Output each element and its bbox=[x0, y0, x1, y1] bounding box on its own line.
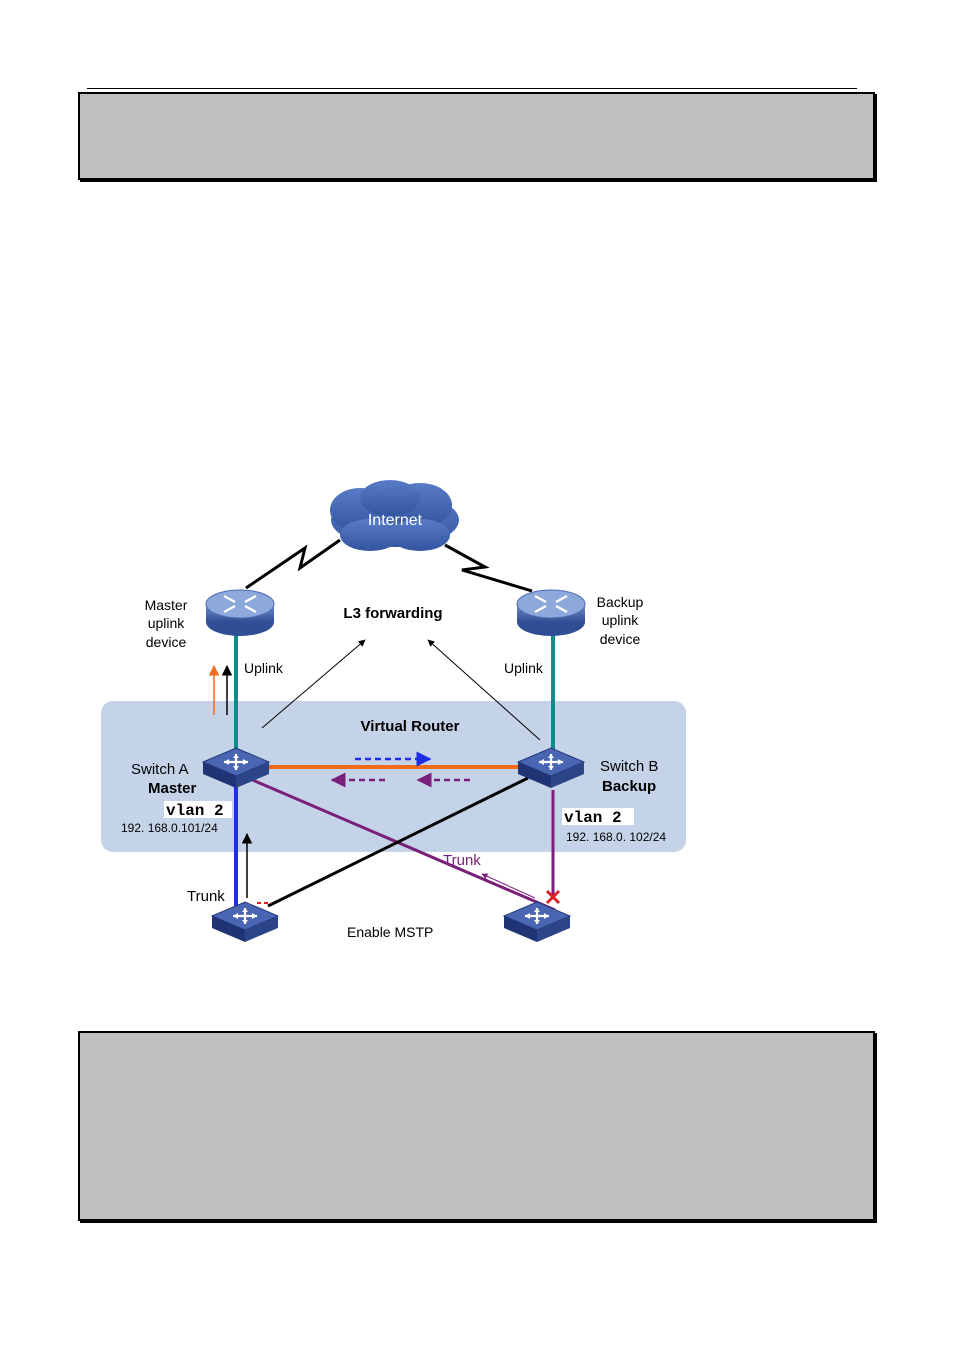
uplink-label-left: Uplink bbox=[244, 660, 284, 676]
master-uplink-router-icon bbox=[204, 588, 276, 638]
trunk-purple-arrow bbox=[481, 873, 536, 899]
header-rule bbox=[87, 88, 857, 89]
wan-link-backup bbox=[444, 543, 533, 593]
vlan-left-bg bbox=[164, 801, 232, 818]
link-b-to-left-switch bbox=[267, 776, 529, 908]
l3-arrow-right bbox=[427, 639, 541, 741]
blocked-port-icon bbox=[545, 889, 561, 905]
backup-uplink-label-3: device bbox=[600, 631, 641, 647]
ip-left-label: 192. 168.0.101/24 bbox=[121, 821, 218, 835]
note-box-bottom bbox=[78, 1031, 875, 1221]
virtual-router-label: Virtual Router bbox=[361, 718, 460, 735]
switch-a-name: Switch A bbox=[131, 761, 189, 778]
switch-b-role: Backup bbox=[602, 778, 656, 795]
switch-b-name: Switch B bbox=[600, 758, 658, 775]
uplink-label-right: Uplink bbox=[504, 660, 544, 676]
backup-uplink-router-icon bbox=[515, 588, 587, 638]
virtual-router-area bbox=[101, 701, 686, 852]
l3-forwarding-label: L3 forwarding bbox=[343, 605, 442, 622]
backup-uplink-label-2: uplink bbox=[602, 612, 640, 628]
master-uplink-label-3: device bbox=[146, 634, 187, 650]
master-uplink-label-1: Master bbox=[145, 597, 188, 613]
l3-arrow-left bbox=[261, 639, 366, 729]
vlan-right-bg bbox=[562, 808, 634, 825]
trunk-link-a-to-right-switch bbox=[247, 776, 556, 912]
access-switch-left-icon bbox=[210, 900, 280, 944]
trunk-label-right: Trunk bbox=[443, 852, 481, 869]
vlan-right-label: vlan 2 bbox=[564, 809, 622, 827]
vlan-left-label: vlan 2 bbox=[166, 802, 224, 820]
master-uplink-label-2: uplink bbox=[148, 615, 186, 631]
switch-a-role: Master bbox=[148, 780, 197, 797]
note-box-top bbox=[78, 92, 875, 180]
access-switch-right-icon bbox=[502, 900, 572, 944]
internet-cloud bbox=[330, 480, 459, 551]
mstp-label: Enable MSTP bbox=[347, 924, 433, 940]
wan-link-master bbox=[245, 538, 341, 590]
trunk-label-left: Trunk bbox=[187, 888, 225, 905]
internet-label: Internet bbox=[368, 512, 423, 529]
backup-uplink-label-1: Backup bbox=[597, 594, 644, 610]
ip-right-label: 192. 168.0. 102/24 bbox=[566, 830, 666, 844]
